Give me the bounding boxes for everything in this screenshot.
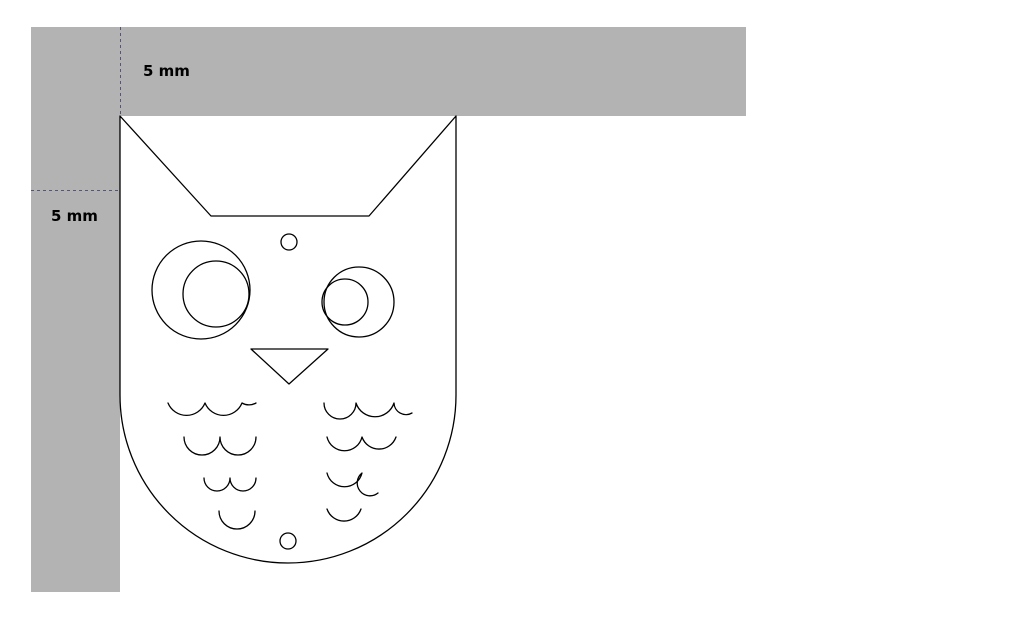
left-eye-inner xyxy=(182,260,250,328)
right-feathers xyxy=(323,402,413,522)
beak-icon xyxy=(250,348,329,385)
left-eye-outer xyxy=(151,240,251,340)
top-hole-icon xyxy=(280,233,298,251)
top-margin-band xyxy=(31,27,746,116)
owl-body-outline xyxy=(119,115,457,564)
left-feathers xyxy=(167,402,257,530)
right-eye-inner xyxy=(321,278,369,326)
top-margin-label: 5 mm xyxy=(143,62,190,80)
left-margin-band xyxy=(31,27,120,592)
left-margin-label: 5 mm xyxy=(51,207,98,225)
right-eye-outer xyxy=(323,266,395,338)
bottom-hole-icon xyxy=(279,532,297,550)
